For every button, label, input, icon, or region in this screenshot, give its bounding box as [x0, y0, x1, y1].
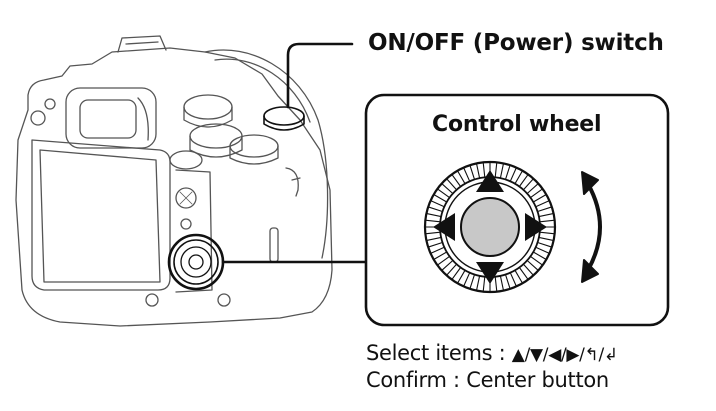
camera-drawing: [15, 35, 333, 327]
wheel-tick: [529, 255, 543, 266]
mode-dial: [183, 94, 233, 120]
wheel-tick: [482, 162, 486, 178]
speaker-grille: [175, 187, 197, 209]
wheel-tick: [539, 231, 555, 235]
confirm-label: Confirm :: [366, 368, 460, 392]
wheel-tick: [526, 259, 539, 271]
rear-screen: [31, 139, 171, 291]
rotate-arrow-icon: [581, 171, 602, 283]
right-arrow-icon: [525, 213, 547, 241]
camera-control-wheel: [173, 239, 219, 285]
wheel-tick: [509, 167, 517, 182]
wheel-tick: [428, 241, 443, 248]
power-switch-leader-line: [286, 42, 354, 109]
control-wheel-title: Control wheel: [432, 112, 602, 137]
wheel-tick: [494, 276, 498, 292]
wheel-tick: [504, 274, 511, 289]
wheel-tick: [434, 194, 448, 203]
wheel-tick: [538, 213, 554, 218]
confirm-instruction: Confirm : Center button: [366, 368, 609, 392]
hot-shoe: [117, 35, 167, 53]
down-arrow-icon: [476, 262, 504, 284]
center-button: [460, 197, 520, 257]
wheel-tick: [446, 178, 458, 191]
wheel-tick: [426, 213, 442, 218]
wheel-tick: [514, 269, 523, 283]
power-switch-on-camera: [263, 106, 305, 126]
wheel-tick: [469, 165, 476, 180]
wheel-tick: [539, 219, 555, 223]
eyepiece: [65, 87, 157, 149]
wheel-tick: [476, 163, 481, 179]
wheel-tick: [526, 183, 539, 195]
wheel-tick: [494, 162, 498, 178]
wheel-tick: [537, 206, 552, 213]
wheel-tick: [463, 167, 471, 182]
left-arrow-icon: [433, 213, 455, 241]
camera-lens: [204, 49, 329, 259]
wheel-tick: [499, 163, 504, 179]
wheel-tick: [514, 171, 523, 185]
confirm-value: Center button: [466, 368, 609, 392]
wheel-tick: [428, 206, 443, 213]
wheel-tick: [535, 246, 550, 254]
wheel-tick: [509, 272, 517, 287]
wheel-tick: [522, 178, 534, 191]
power-switch-label: ON/OFF (Power) switch: [368, 30, 664, 56]
wheel-tick: [518, 174, 529, 188]
wheel-tick: [457, 269, 466, 283]
wheel-tick: [529, 188, 543, 199]
wheel-tick: [434, 251, 448, 260]
wheel-tick: [482, 276, 486, 292]
wheel-tick: [451, 174, 462, 188]
wheel-tick: [532, 194, 546, 203]
wheel-tick: [518, 266, 529, 280]
camera-body: [15, 47, 333, 327]
wheel-tick: [451, 266, 462, 280]
wheel-knurling: [425, 162, 555, 292]
up-arrow-icon: [476, 170, 504, 192]
wheel-tick: [430, 246, 445, 254]
control-wheel-highlight-ring: [167, 233, 225, 291]
wheel-tick: [538, 236, 554, 241]
wheel-tick: [426, 236, 442, 241]
select-items-label: Select items :: [366, 341, 506, 365]
wheel-tick: [430, 200, 445, 208]
wheel-tick: [457, 171, 466, 185]
wheel-tick: [504, 165, 511, 180]
wheel-tick: [437, 188, 451, 199]
wheel-tick: [441, 259, 454, 271]
direction-keys-symbols: ▲/▼/◀/▶/: [511, 345, 585, 365]
wheel-tick: [437, 255, 451, 266]
wheel-tick: [535, 200, 550, 208]
wheel-tick: [441, 183, 454, 195]
wheel-tick: [446, 263, 458, 276]
control-wheel-illustration: [423, 160, 557, 294]
wheel-tick: [537, 241, 552, 248]
rotate-symbols: ↰/↲: [584, 345, 619, 365]
select-items-instruction: Select items : ▲/▼/◀/▶/↰/↲: [366, 341, 618, 365]
wheel-tick: [425, 219, 441, 223]
wheel-tick: [522, 263, 534, 276]
wheel-tick: [463, 272, 471, 287]
wheel-tick: [425, 231, 441, 235]
wheel-tick: [476, 275, 481, 291]
wheel-tick: [499, 275, 504, 291]
wheel-tick: [532, 251, 546, 260]
wheel-tick: [469, 274, 476, 289]
